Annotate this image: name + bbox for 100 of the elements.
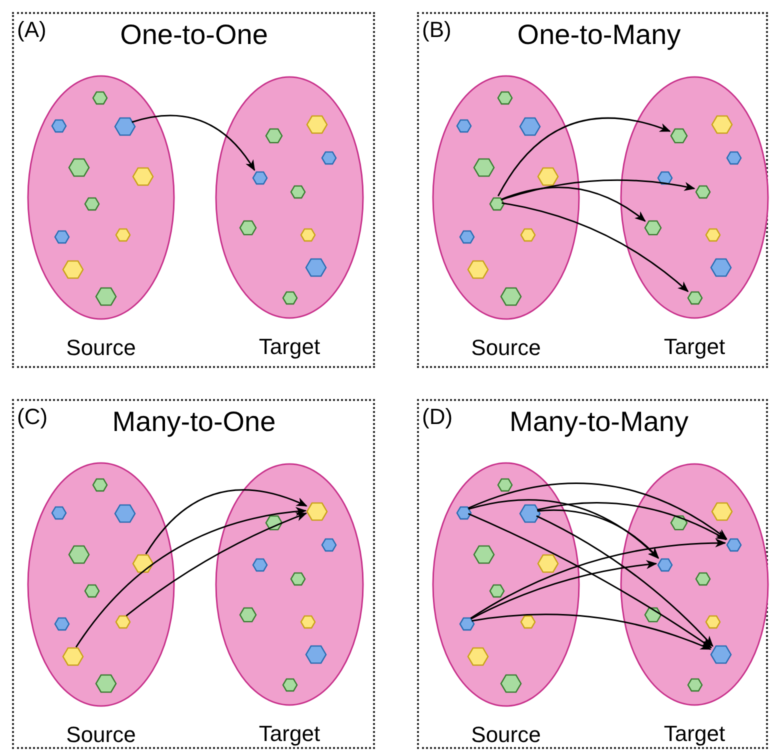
hexagon bbox=[305, 258, 327, 278]
hexagon bbox=[489, 197, 505, 211]
hexagon bbox=[252, 558, 268, 572]
arrow bbox=[501, 179, 696, 200]
hexagon bbox=[726, 538, 742, 552]
arrow bbox=[468, 513, 712, 648]
hexagon bbox=[726, 151, 742, 165]
panel-frame bbox=[417, 12, 768, 368]
hexagon bbox=[68, 545, 90, 565]
hexagon bbox=[519, 117, 541, 137]
panel-letter: (B) bbox=[422, 16, 452, 44]
hexagon bbox=[95, 287, 117, 307]
panel-frame bbox=[417, 399, 768, 749]
arrow bbox=[132, 114, 256, 171]
hexagon bbox=[500, 674, 522, 694]
hexagon bbox=[54, 617, 70, 631]
hexagon bbox=[62, 647, 84, 667]
hexagon bbox=[473, 158, 495, 178]
hexagon bbox=[114, 117, 136, 137]
hexagon bbox=[239, 220, 257, 236]
hexagon bbox=[132, 167, 154, 187]
set-label: Target bbox=[258, 720, 322, 748]
panel-frame bbox=[12, 399, 375, 749]
panel-letter: (C) bbox=[17, 403, 48, 431]
arrow bbox=[502, 202, 689, 292]
arrow bbox=[536, 515, 714, 647]
hexagon bbox=[710, 258, 732, 278]
hexagon bbox=[321, 151, 337, 165]
hexagon bbox=[115, 615, 131, 629]
arrow bbox=[468, 482, 728, 540]
panel-title: Many-to-Many bbox=[508, 405, 690, 439]
hexagon bbox=[644, 607, 662, 623]
arrow bbox=[472, 614, 712, 650]
hexagon bbox=[520, 228, 536, 242]
hexagon bbox=[467, 260, 489, 280]
hexagon bbox=[252, 171, 268, 185]
hexagon bbox=[54, 230, 70, 244]
hexagon bbox=[282, 678, 298, 692]
hexagon bbox=[711, 115, 733, 135]
hexagon bbox=[489, 584, 505, 598]
panel-title: Many-to-One bbox=[111, 405, 277, 439]
hexagon bbox=[114, 504, 136, 524]
set-label: Target bbox=[662, 333, 726, 361]
hexagon bbox=[711, 502, 733, 522]
arrow bbox=[468, 499, 659, 559]
panel-letter: (D) bbox=[422, 403, 453, 431]
hexagon bbox=[519, 504, 541, 524]
arrow bbox=[470, 538, 726, 619]
hexagon bbox=[670, 515, 688, 531]
hexagon bbox=[657, 171, 673, 185]
arrow bbox=[470, 560, 658, 620]
hexagon bbox=[92, 91, 108, 105]
hexagon bbox=[710, 645, 732, 665]
hexagon bbox=[459, 230, 475, 244]
hexagon bbox=[537, 554, 559, 574]
set-label: Target bbox=[258, 333, 322, 361]
hexagon bbox=[51, 506, 67, 520]
hexagon bbox=[265, 515, 283, 531]
hexagon bbox=[657, 558, 673, 572]
hexagon bbox=[687, 291, 703, 305]
hexagon bbox=[132, 554, 154, 574]
hexagon bbox=[500, 287, 522, 307]
arrow bbox=[498, 118, 671, 196]
set-label: Target bbox=[662, 720, 726, 748]
hexagon bbox=[92, 478, 108, 492]
panel-frame bbox=[12, 12, 375, 368]
hexagon bbox=[290, 185, 306, 199]
set-label: Source bbox=[470, 334, 542, 362]
hexagon bbox=[459, 617, 475, 631]
hexagon bbox=[695, 185, 711, 199]
hexagon bbox=[115, 228, 131, 242]
hexagon bbox=[456, 506, 472, 520]
hexagon bbox=[473, 545, 495, 565]
hexagon bbox=[265, 128, 283, 144]
hexagon bbox=[282, 291, 298, 305]
hexagon bbox=[467, 647, 489, 667]
arrow bbox=[537, 510, 660, 559]
arrow bbox=[126, 512, 308, 616]
hexagon bbox=[239, 607, 257, 623]
hexagon bbox=[670, 128, 688, 144]
hexagon bbox=[84, 584, 100, 598]
hexagon bbox=[62, 260, 84, 280]
hexagon bbox=[290, 572, 306, 586]
hexagon bbox=[497, 91, 513, 105]
arrow bbox=[536, 502, 728, 540]
hexagon bbox=[51, 119, 67, 133]
hexagon bbox=[321, 538, 337, 552]
hexagon bbox=[300, 615, 316, 629]
hexagon bbox=[537, 167, 559, 187]
hexagon bbox=[95, 674, 117, 694]
panel-title: One-to-One bbox=[119, 18, 269, 52]
set-label: Source bbox=[65, 721, 137, 749]
hexagon bbox=[687, 678, 703, 692]
hexagon bbox=[705, 228, 721, 242]
arrow bbox=[75, 507, 307, 648]
arrow bbox=[145, 489, 308, 554]
hexagon bbox=[306, 502, 328, 522]
set-label: Source bbox=[65, 334, 137, 362]
set-label: Source bbox=[470, 721, 542, 749]
hexagon bbox=[84, 197, 100, 211]
